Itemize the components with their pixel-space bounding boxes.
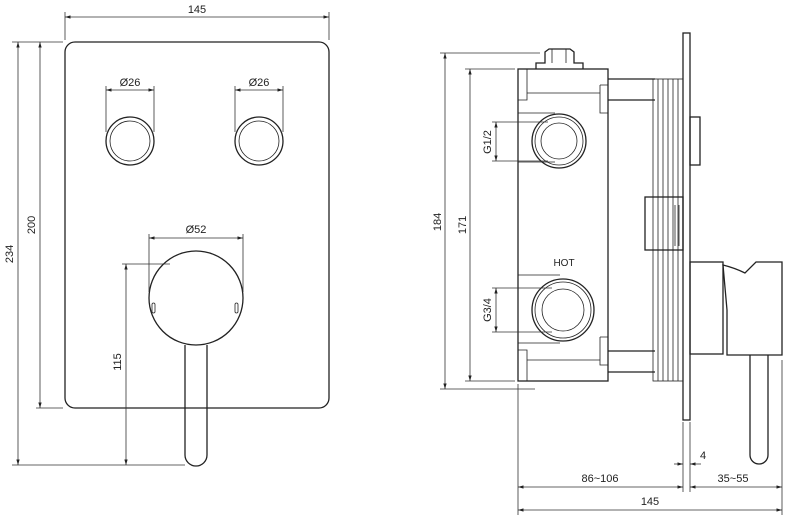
total-depth-label: 145 (641, 496, 659, 508)
lower-port-label: G3/4 (482, 298, 494, 322)
dim-width: 145 (64, 4, 330, 40)
dim-handle-height: 115 (112, 263, 170, 465)
side-handle (722, 261, 783, 356)
top-nut (535, 48, 584, 69)
box-height-label: 171 (457, 216, 469, 234)
dim-plate-height: 200 (26, 42, 63, 409)
dim-total-height: 234 (4, 41, 185, 466)
total-height-label: 234 (4, 245, 16, 263)
plate-thickness-label: 4 (700, 450, 706, 462)
escutcheon (689, 261, 724, 355)
dim-total-height: 184 (432, 52, 540, 390)
side-total-height-label: 184 (432, 213, 444, 231)
hot-label: HOT (553, 258, 574, 269)
lower-pipe (608, 350, 655, 373)
threaded-sleeve (652, 78, 684, 382)
front-view: 145 234 200 Ø26 Ø26 Ø52 (4, 4, 330, 467)
handle-diameter: Ø52 (186, 224, 207, 236)
dim-button-right: Ø26 (234, 77, 284, 132)
dim-button-left: Ø26 (105, 77, 155, 132)
button-left-diameter: Ø26 (120, 77, 141, 89)
dim-lower-port: G3/4 (482, 287, 552, 333)
depth-in-wall-label: 86~106 (581, 473, 618, 485)
button-right-diameter: Ø26 (249, 77, 270, 89)
projection-label: 35~55 (718, 473, 749, 485)
upper-port (531, 113, 587, 169)
lower-port (531, 278, 595, 342)
wall-plate (682, 32, 691, 421)
upper-pipe (608, 78, 655, 101)
side-view: 184 171 G1/2 G3/4 HOT 4 86~106 (432, 32, 783, 515)
button-right (234, 116, 284, 166)
handle-height-label: 115 (112, 353, 124, 371)
side-lever (749, 355, 769, 465)
button-left (105, 116, 155, 166)
valve-body (517, 68, 609, 382)
width-label: 145 (188, 4, 206, 16)
plate-height-label: 200 (26, 216, 38, 234)
dim-depth: 4 86~106 35~55 145 (517, 360, 783, 515)
dim-handle-diameter: Ø52 (148, 224, 244, 292)
dim-upper-port: G1/2 (482, 121, 548, 162)
sleeve-clip (644, 196, 684, 251)
button-stub (689, 116, 701, 166)
cover-plate (64, 41, 330, 409)
upper-port-label: G1/2 (482, 130, 494, 154)
dim-box-height: 171 (457, 68, 515, 382)
handle (148, 250, 244, 467)
